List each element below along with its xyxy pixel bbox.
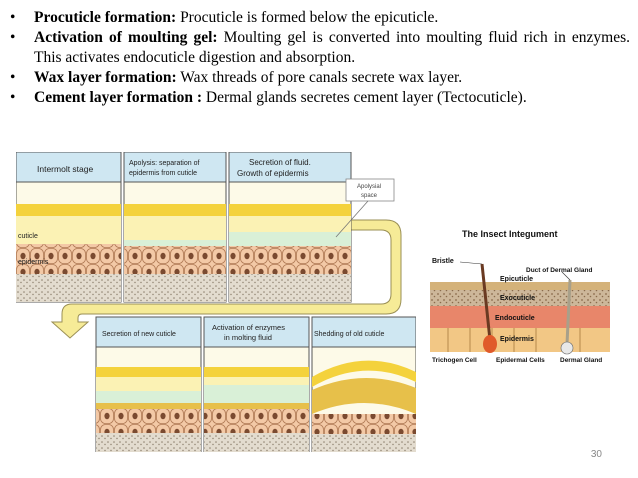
label-apolysis-1: Apolysis: separation of xyxy=(129,160,199,167)
label-bristle: Bristle xyxy=(432,258,454,265)
panel-new-cuticle xyxy=(95,316,202,452)
bullet-wax-layer: • Wax layer formation: Wax threads of por… xyxy=(8,68,630,88)
bullet-dot: • xyxy=(10,89,16,106)
label-dermal-gland: Dermal Gland xyxy=(560,357,602,364)
panel-enzymes xyxy=(203,316,310,452)
dermal-gland-duct xyxy=(565,279,572,345)
label-apolysis-2: epidermis from cuticle xyxy=(129,170,197,177)
label-shedding: Shedding of old cuticle xyxy=(314,331,385,338)
moulting-stages-diagram: Intermolt stage Apolysis: separation of … xyxy=(16,152,416,452)
panel-apolysis xyxy=(123,152,227,303)
label-enzymes-2: in molting fluid xyxy=(224,333,272,342)
label-epidermal-cells: Epidermal Cells xyxy=(496,357,545,364)
bullet-cement-layer: • Cement layer formation : Dermal glands … xyxy=(8,88,630,108)
label-intermolt: Intermolt stage xyxy=(37,164,93,174)
bullet-moulting-gel: • Activation of moulting gel: Moulting ge… xyxy=(8,28,630,68)
bullet-list: • Procuticle formation: Procuticle is for… xyxy=(8,8,630,108)
bullet-term: Cement layer formation : xyxy=(34,89,203,106)
label-trichogen: Trichogen Cell xyxy=(432,357,477,364)
label-fluid-2: Growth of epidermis xyxy=(237,169,309,178)
bullet-text: Procuticle is formed below the epicuticl… xyxy=(180,9,439,26)
label-epicuticle: Epicuticle xyxy=(500,276,533,283)
bullet-text: Moulting gel is converted into moulting … xyxy=(34,29,630,66)
label-apolysial-1: Apolysial xyxy=(357,184,381,190)
bullet-dot: • xyxy=(10,29,16,46)
label-epidermis-integument: Epidermis xyxy=(500,336,534,343)
panel-shedding xyxy=(311,316,416,452)
bullet-dot: • xyxy=(10,9,16,26)
label-enzymes-1: Activation of enzymes xyxy=(212,323,285,332)
integument-title: The Insect Integument xyxy=(462,229,558,239)
bullet-text: Wax threads of pore canals secrete wax l… xyxy=(180,69,463,86)
slide-number: 30 xyxy=(590,449,602,460)
bullet-dot: • xyxy=(10,69,16,86)
label-epidermis: epidermis xyxy=(18,259,49,266)
bristle-shape xyxy=(480,263,492,341)
bullet-text: Dermal glands secretes cement layer (Tec… xyxy=(205,89,527,106)
label-cuticle: cuticle xyxy=(18,233,38,240)
label-duct: Duct of Dermal Gland xyxy=(526,267,592,274)
bullet-procuticle: • Procuticle formation: Procuticle is for… xyxy=(8,8,630,28)
bullet-term: Procuticle formation: xyxy=(34,9,177,26)
panel-fluid xyxy=(228,152,352,303)
label-apolysial-2: space xyxy=(361,193,378,199)
label-new-cuticle: Secretion of new cuticle xyxy=(102,331,176,338)
dermal-gland-shape xyxy=(560,341,574,355)
bullet-term: Wax layer formation: xyxy=(34,69,177,86)
bullet-term: Activation of moulting gel: xyxy=(34,29,218,46)
flow-arrow xyxy=(50,219,402,339)
label-endocuticle: Endocuticle xyxy=(495,315,535,322)
trichogen-cell-shape xyxy=(483,335,497,353)
label-fluid-1: Secretion of fluid. xyxy=(249,158,311,167)
insect-integument-diagram: The Insect Integument Bristle Duct of De… xyxy=(430,229,610,364)
panel-intermolt xyxy=(16,152,122,303)
label-exocuticle: Exocuticle xyxy=(500,295,535,302)
apolysial-callout xyxy=(335,178,395,238)
